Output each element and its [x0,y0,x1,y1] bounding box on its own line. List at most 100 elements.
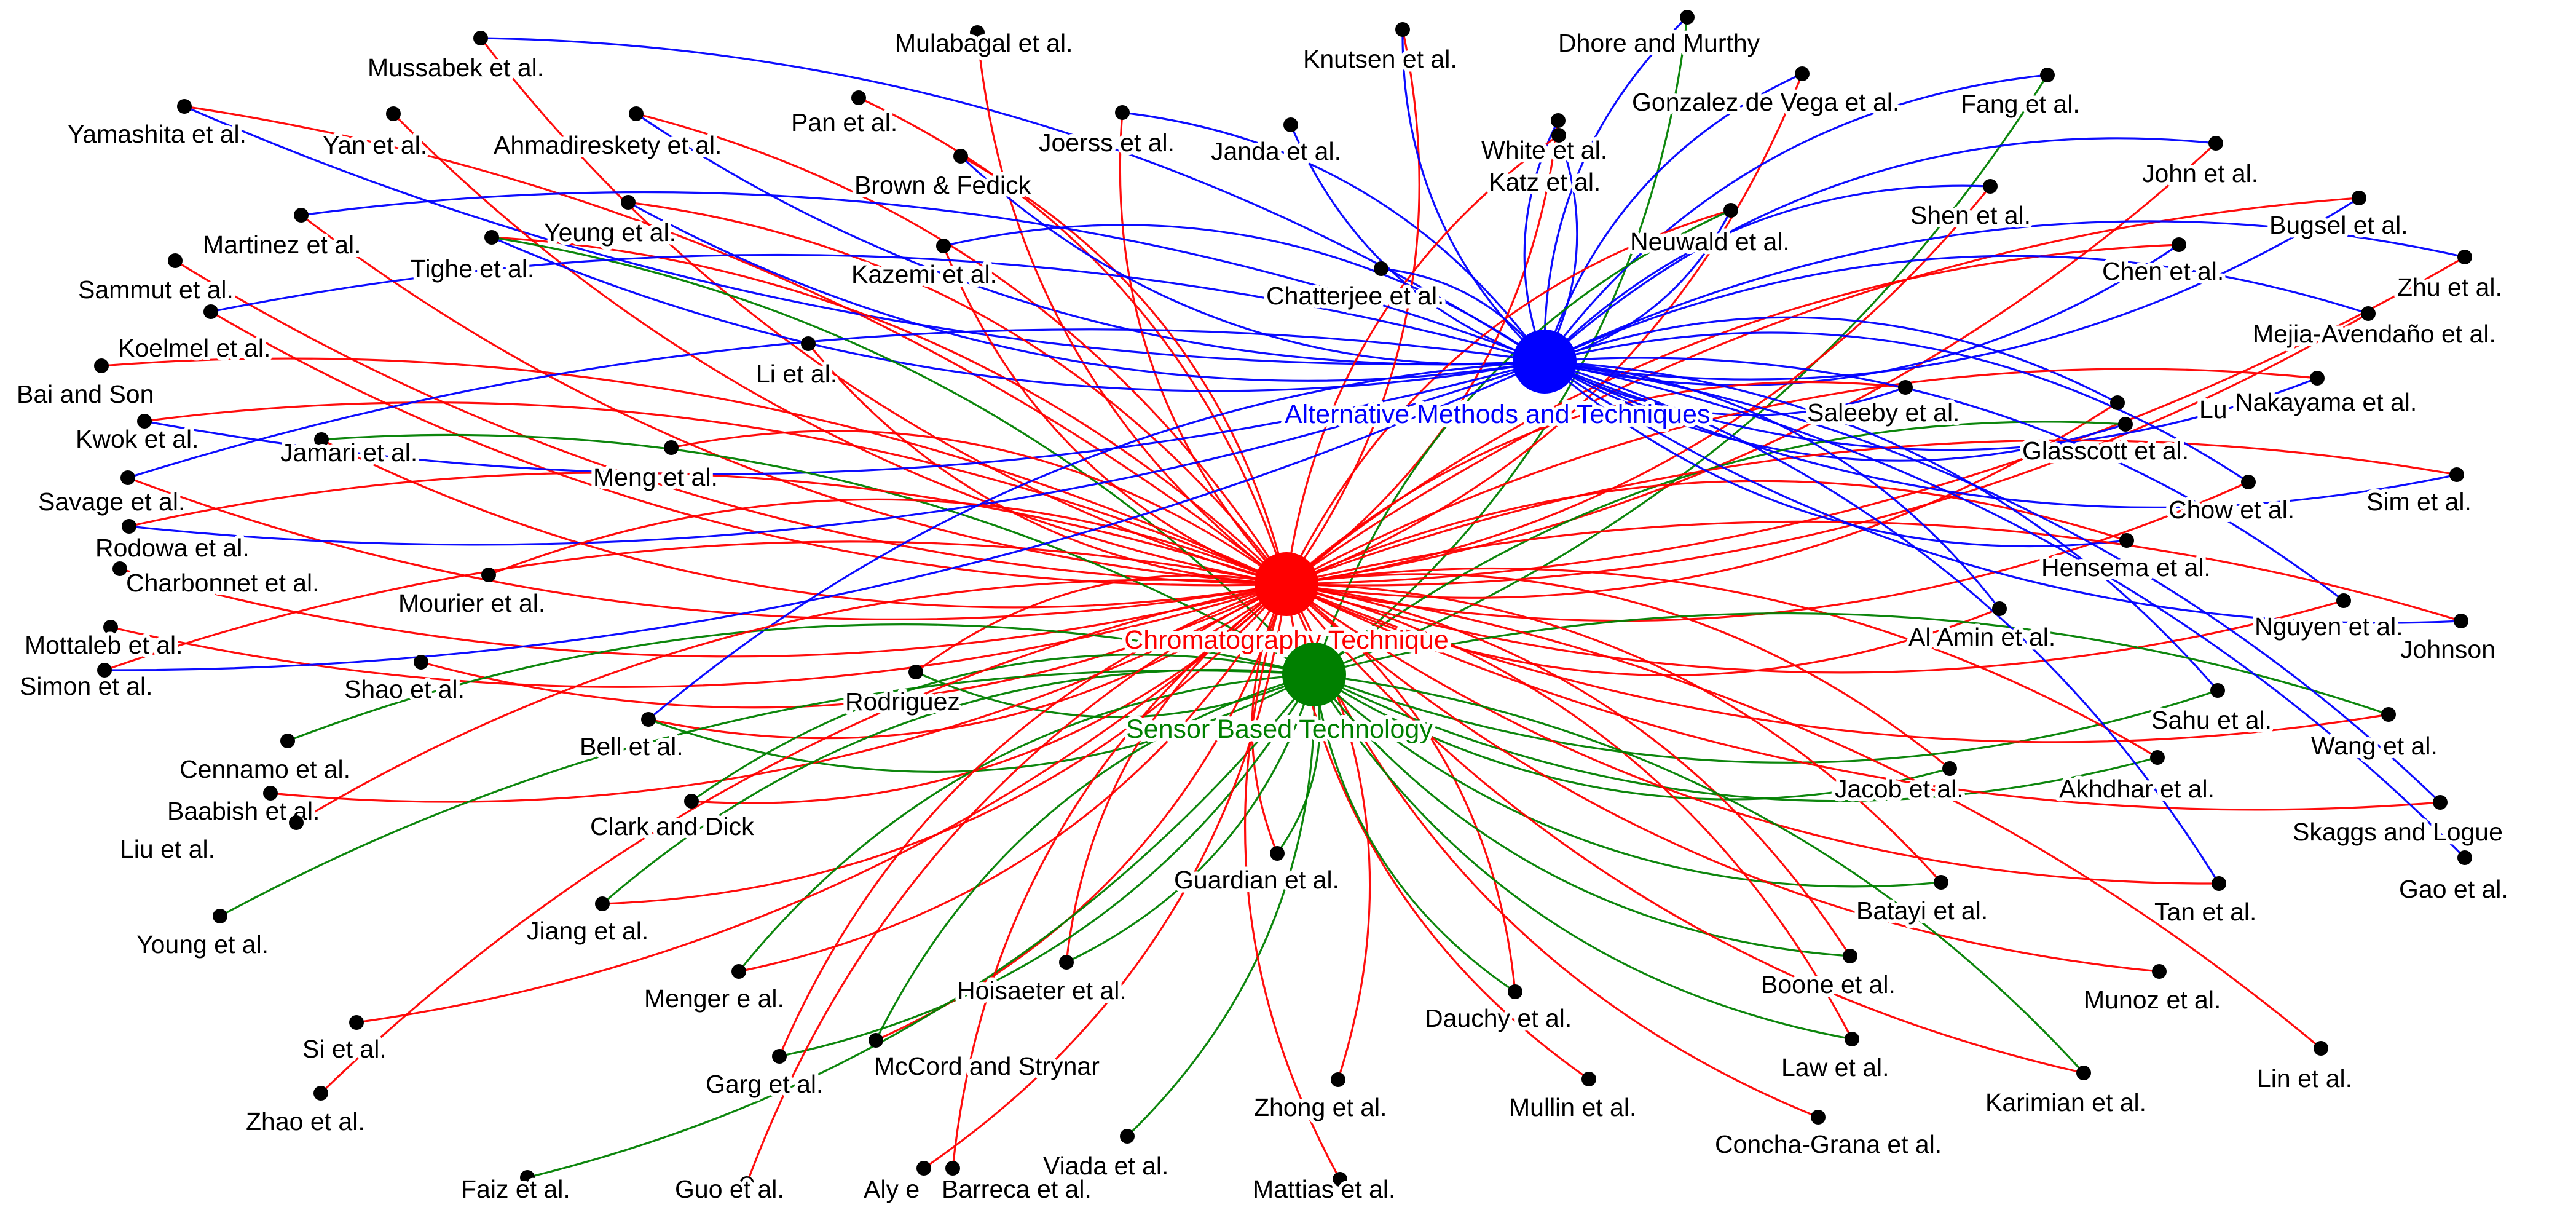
author-node[interactable]: Mattias et al. [1249,1171,1399,1207]
author-node[interactable]: Viada et al. [1039,1129,1172,1184]
author-node[interactable]: Bell et al. [576,712,687,764]
author-dot[interactable] [664,440,679,455]
author-dot[interactable] [2040,68,2055,82]
author-dot[interactable] [1992,601,2007,616]
author-dot[interactable] [1551,128,1566,143]
author-node[interactable]: Chow et al. [2165,475,2298,528]
author-node[interactable]: Chatterjee et al. [1262,261,1448,314]
author-dot[interactable] [280,734,295,748]
author-node[interactable]: Barreca et al. [938,1161,1095,1207]
author-node[interactable]: Johnson [2397,614,2499,667]
author-dot[interactable] [953,149,968,164]
author-dot[interactable] [1811,1110,1826,1125]
author-dot[interactable] [2110,395,2125,410]
author-node[interactable]: Joerss et al. [1035,105,1178,160]
author-dot[interactable] [801,336,816,351]
author-dot[interactable] [2150,750,2165,765]
author-dot[interactable] [2314,1041,2328,1056]
author-dot[interactable] [289,815,304,830]
author-dot[interactable] [314,432,329,447]
author-dot[interactable] [1115,105,1130,120]
author-dot[interactable] [970,25,985,40]
author-dot[interactable] [2208,136,2223,151]
author-node[interactable]: Zhong et al. [1250,1072,1391,1125]
author-dot[interactable] [1934,875,1948,890]
author-dot[interactable] [945,1161,960,1176]
author-dot[interactable] [122,519,136,534]
author-node[interactable]: Simon et al. [16,663,157,704]
author-dot[interactable] [313,1086,328,1101]
author-node[interactable]: Jacob et al. [1831,761,1967,807]
author-node[interactable]: Yeung et al. [540,195,680,250]
author-dot[interactable] [1270,846,1285,861]
author-dot[interactable] [2119,533,2134,548]
author-node[interactable]: Faiz et al. [457,1170,574,1207]
author-node[interactable]: Brown & Fedick [851,149,1035,203]
author-node[interactable]: Saleeby et al. [1803,380,1963,430]
author-dot[interactable] [936,239,951,253]
author-dot[interactable] [137,414,152,429]
author-dot[interactable] [1680,10,1695,25]
author-dot[interactable] [1331,1072,1345,1087]
author-dot[interactable] [1333,1172,1347,1187]
hub-circle[interactable] [1282,643,1346,706]
author-dot[interactable] [94,358,109,373]
author-node[interactable]: Wang et al. [2307,707,2441,764]
author-dot[interactable] [1120,1129,1135,1144]
author-dot[interactable] [851,90,866,105]
author-dot[interactable] [2152,964,2167,979]
hub-node[interactable]: Chromatography Technique [1121,552,1452,658]
author-node[interactable]: Batayi et al. [1853,875,1991,928]
author-dot[interactable] [2449,467,2464,482]
author-node[interactable]: Aly e [860,1161,931,1207]
author-node[interactable]: Sammut et al. [74,253,237,307]
author-dot[interactable] [1374,261,1388,276]
author-node[interactable]: Savage et al. [34,470,189,520]
author-node[interactable]: Mullin et al. [1505,1072,1640,1125]
author-dot[interactable] [168,253,183,268]
author-node[interactable]: Shao et al. [341,655,468,707]
author-dot[interactable] [213,909,227,923]
author-node[interactable]: Young et al. [133,909,272,962]
author-dot[interactable] [1843,949,1857,963]
author-node[interactable]: Kwok et al. [72,414,203,457]
author-node[interactable]: Glasscott et al. [2019,417,2192,469]
author-dot[interactable] [2210,683,2225,698]
author-node[interactable]: Law et al. [1778,1032,1893,1085]
author-node[interactable]: Liu et al. [116,815,304,867]
author-dot[interactable] [1983,179,1998,194]
author-dot[interactable] [2457,850,2472,865]
author-node[interactable]: Dhore and Murthy [1554,10,1764,61]
author-node[interactable]: Shen et al. [1907,179,2034,233]
author-dot[interactable] [386,106,401,121]
author-dot[interactable] [1581,1072,1596,1086]
hub-node[interactable]: Alternative Methods and Techniques [1281,330,1714,433]
author-dot[interactable] [2433,795,2448,810]
author-node[interactable]: White et al. [1478,113,1611,168]
author-dot[interactable] [177,99,192,114]
author-node[interactable]: Gonzalez de Vega et al. [1628,66,1903,120]
author-node[interactable]: Ahmadireskety et al. [490,106,725,163]
author-node[interactable]: Mulabagal et al. [891,25,1076,61]
author-dot[interactable] [2381,707,2396,722]
author-node[interactable]: Hensema et al. [2038,533,2215,585]
author-dot[interactable] [1395,22,1410,37]
author-dot[interactable] [349,1015,364,1030]
author-dot[interactable] [641,712,656,727]
author-dot[interactable] [2118,417,2133,432]
author-node[interactable]: Garg et al. [702,1049,827,1102]
author-dot[interactable] [2336,593,2351,608]
author-node[interactable]: Rodriguez [841,665,964,719]
author-dot[interactable] [684,794,699,809]
author-node[interactable]: Bugsel et al. [2266,191,2412,243]
author-node[interactable]: Al Amin et al. [1905,601,2059,655]
author-node[interactable]: Lin et al. [2253,1041,2356,1096]
author-dot[interactable] [869,1033,883,1048]
author-node[interactable]: Zhu et al. [2393,250,2506,305]
author-dot[interactable] [772,1049,787,1064]
author-node[interactable]: Mussabek et al. [364,31,548,85]
author-dot[interactable] [473,31,488,45]
author-dot[interactable] [2457,250,2472,264]
author-dot[interactable] [2076,1066,2091,1080]
author-node[interactable]: Zhao et al. [242,1086,369,1139]
